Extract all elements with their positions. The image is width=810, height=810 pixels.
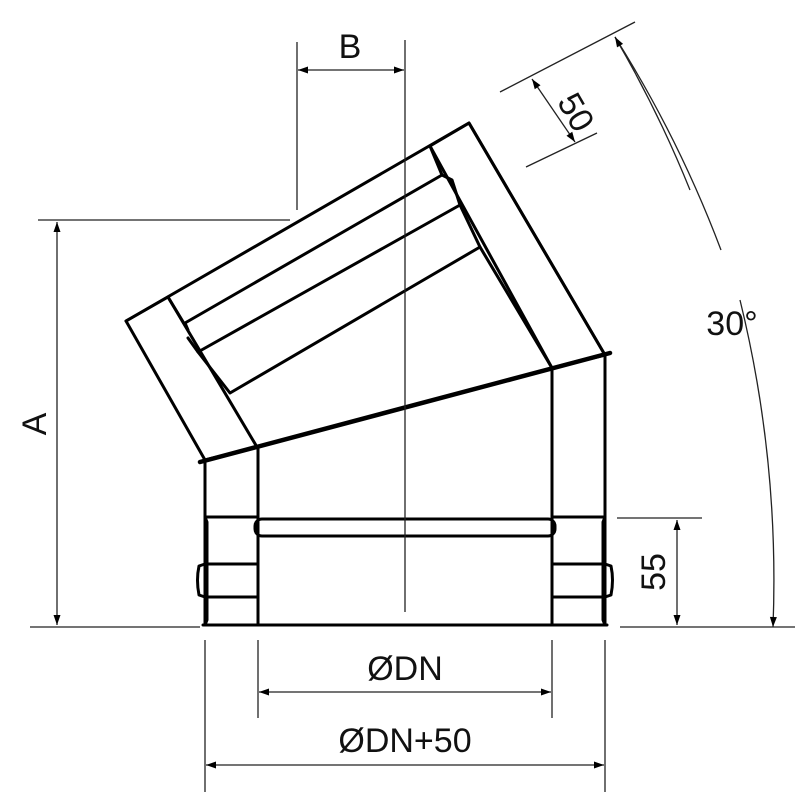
outer-ring-left <box>196 562 260 599</box>
dimension-dn: ØDN <box>257 640 553 718</box>
hatch-upper-left <box>124 295 259 462</box>
hatch-lower-right <box>550 352 607 519</box>
hatch-upper-right <box>428 121 607 370</box>
lower-pipe-segment <box>196 352 614 627</box>
dimension-50: 50 <box>499 21 636 168</box>
dimension-dn-label: ØDN <box>367 650 443 688</box>
outer-ring-right <box>550 562 614 599</box>
dimension-55: 55 <box>617 517 702 625</box>
dimension-a-label: A <box>16 412 54 435</box>
dimension-a: A <box>16 219 290 628</box>
dimension-dn-plus-label: ØDN+50 <box>338 722 471 760</box>
dimension-dn-plus: ØDN+50 <box>204 640 606 792</box>
dimension-55-label: 55 <box>635 553 673 591</box>
dimension-angle: 30° <box>614 36 795 628</box>
dimension-50-label: 50 <box>550 87 602 139</box>
dimension-b: B <box>296 28 404 210</box>
dimension-angle-label: 30° <box>706 305 757 343</box>
upper-pipe-segment <box>124 121 607 395</box>
dimension-b-label: B <box>339 28 362 66</box>
